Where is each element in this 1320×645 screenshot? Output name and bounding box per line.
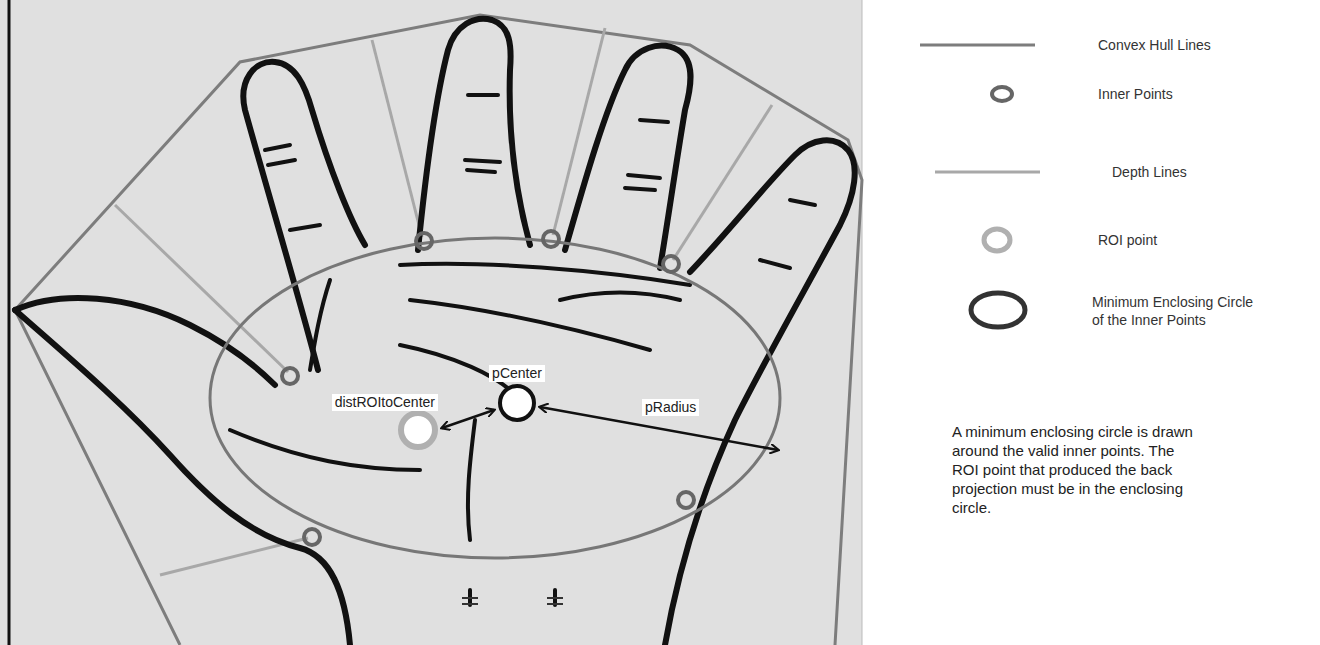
legend-text: Depth Lines	[1112, 163, 1187, 181]
enclosing-circle	[210, 238, 780, 558]
legend-text: ROI point	[1098, 231, 1157, 249]
legend-text: Convex Hull Lines	[1098, 36, 1211, 54]
depth-lines	[115, 28, 772, 575]
image-ground	[0, 0, 862, 645]
note-text: A minimum enclosing circle is drawn arou…	[952, 422, 1202, 517]
palm-lines	[230, 95, 815, 605]
legend-depth-sample	[935, 171, 1040, 174]
legend-inner-sample	[992, 87, 1012, 101]
distance-arrow	[442, 410, 494, 428]
wrist-marks	[462, 598, 563, 604]
convex-hull	[15, 15, 862, 645]
distance-label: distROItoCenter	[332, 394, 438, 411]
radius-label: pRadius	[642, 399, 699, 416]
legend-text: Inner Points	[1098, 85, 1173, 103]
frame-line	[8, 0, 11, 645]
legend-circle-sample	[971, 293, 1025, 327]
frame-line	[862, 0, 863, 645]
point-label: pCenter	[489, 365, 545, 382]
legend-text: Minimum Enclosing Circle of the Inner Po…	[1092, 293, 1267, 329]
center-point	[500, 386, 534, 420]
hand-outline	[15, 19, 855, 645]
inner-points	[282, 231, 694, 545]
legend-roi-sample	[984, 229, 1010, 251]
legend-hull-sample	[920, 44, 1035, 47]
roi-point	[401, 413, 435, 447]
